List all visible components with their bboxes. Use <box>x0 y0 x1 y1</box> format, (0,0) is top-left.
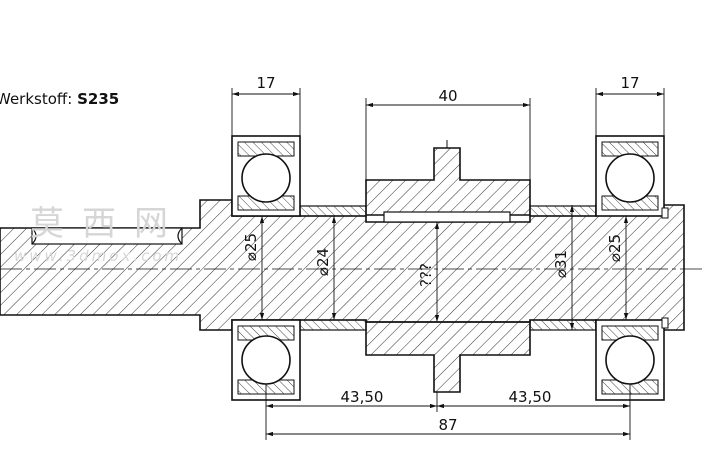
dim-hub-width: 40 <box>438 87 457 105</box>
diameter-dimensions <box>259 205 629 330</box>
dim-bearing-left: 17 <box>256 74 275 92</box>
watermark-url: www.3dmox.com <box>14 247 183 265</box>
dim-dia-center: ??? <box>417 263 435 287</box>
hub-section <box>365 140 531 393</box>
dim-half-left: 43,50 <box>341 388 384 406</box>
dim-dia-right-bearing: ⌀25 <box>606 234 624 262</box>
dim-dia-right-shaft: ⌀31 <box>552 250 570 278</box>
material-label: Werkstoff: <box>0 90 73 108</box>
dim-half-right: 43,50 <box>509 388 552 406</box>
dim-dia-left-bearing: ⌀25 <box>242 233 260 261</box>
bearing-right-top <box>595 135 665 217</box>
watermark-logo: 莫西网 <box>30 204 186 244</box>
dim-overall: 87 <box>438 416 457 434</box>
material-value: S235 <box>77 90 120 108</box>
dim-dia-left-shaft: ⌀24 <box>314 248 332 276</box>
bearing-left-top <box>231 135 301 217</box>
material-spec: Werkstoff: S235 <box>0 90 119 108</box>
bottom-dimensions <box>265 384 631 440</box>
top-dimensions <box>231 88 665 180</box>
dim-bearing-right: 17 <box>620 74 639 92</box>
